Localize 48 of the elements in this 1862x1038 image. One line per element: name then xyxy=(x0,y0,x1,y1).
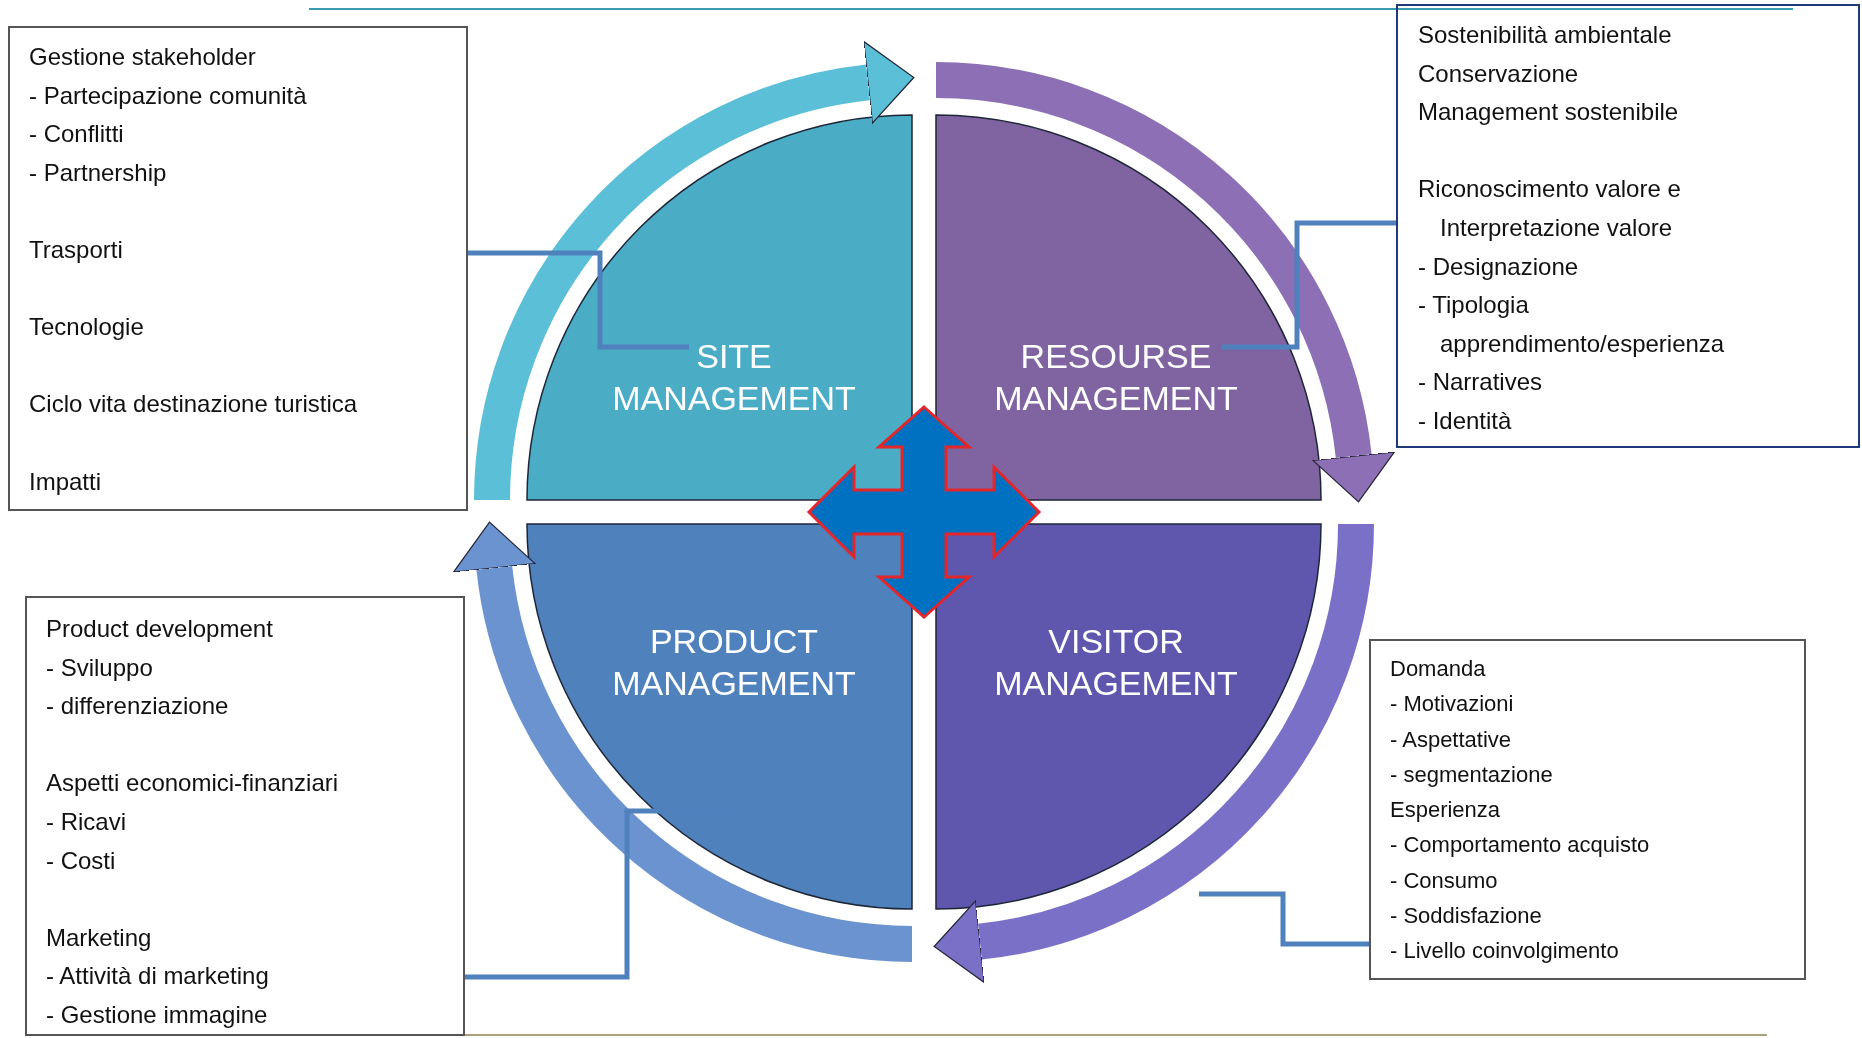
box-text: Ciclo vita destinazione turistica xyxy=(29,389,359,420)
box-text: - Soddisfazione xyxy=(1390,902,1543,931)
quadrant-sector xyxy=(936,524,1321,909)
text-box xyxy=(8,26,468,511)
sector-label: SITE MANAGEMENT xyxy=(611,336,857,419)
box-text: - Motivazioni xyxy=(1390,690,1515,719)
sector-label: RESOURSE MANAGEMENT xyxy=(993,336,1239,419)
box-text: Product development xyxy=(46,614,274,644)
box-text: Domanda xyxy=(1390,655,1487,683)
box-text: - Costi xyxy=(46,845,117,876)
box-text: Tecnologie xyxy=(29,312,145,343)
box-text: - Gestione immagine xyxy=(46,999,269,1030)
box-text: Impatti xyxy=(29,466,103,497)
box-text: - Consumo xyxy=(1390,866,1499,895)
box-text: Trasporti xyxy=(29,234,124,265)
box-text: Gestione stakeholder xyxy=(29,42,257,72)
quadrant-sector xyxy=(527,524,912,909)
quadrant-sector xyxy=(527,115,912,500)
box-text: - Livello coinvolgimento xyxy=(1390,937,1620,966)
box-text: Sostenibilità ambientale xyxy=(1418,20,1673,50)
box-text: - Ricavi xyxy=(46,806,127,837)
box-text: - differenziazione xyxy=(46,691,230,722)
leader-line xyxy=(1199,891,1369,947)
text-box xyxy=(1369,639,1806,980)
box-text: Esperienza xyxy=(1390,796,1502,825)
text-box xyxy=(1396,4,1860,448)
box-text: Conservazione xyxy=(1418,58,1580,89)
box-text: Marketing xyxy=(46,922,153,953)
quadrant-sector xyxy=(936,115,1321,500)
box-text: Management sostenibile xyxy=(1418,97,1680,128)
box-text: - Sviluppo xyxy=(46,652,154,683)
box-text: - Narratives xyxy=(1418,367,1544,398)
box-text: - Comportamento acquisto xyxy=(1390,831,1651,860)
sector-label: VISITOR MANAGEMENT xyxy=(993,621,1239,704)
leader-line xyxy=(1222,220,1396,350)
box-text: - Designazione xyxy=(1418,251,1580,282)
box-text: - Tipologia apprendimento/esperienza xyxy=(1418,290,1726,359)
box-text: - Partecipazione comunità xyxy=(29,80,308,111)
box-text: - Attività di marketing xyxy=(46,961,270,992)
box-text: - segmentazione xyxy=(1390,760,1554,789)
box-text: Aspetti economici-finanziari xyxy=(46,768,340,799)
box-text: Riconoscimento valore e Interpretazione valore xyxy=(1418,174,1682,243)
box-text: - Aspettative xyxy=(1390,725,1513,754)
box-text: - Conflitti xyxy=(29,119,125,150)
text-box xyxy=(25,596,465,1036)
box-text: - Partnership xyxy=(29,157,168,188)
sector-label: PRODUCT MANAGEMENT xyxy=(611,621,857,704)
box-text: - Identità xyxy=(1418,405,1513,436)
